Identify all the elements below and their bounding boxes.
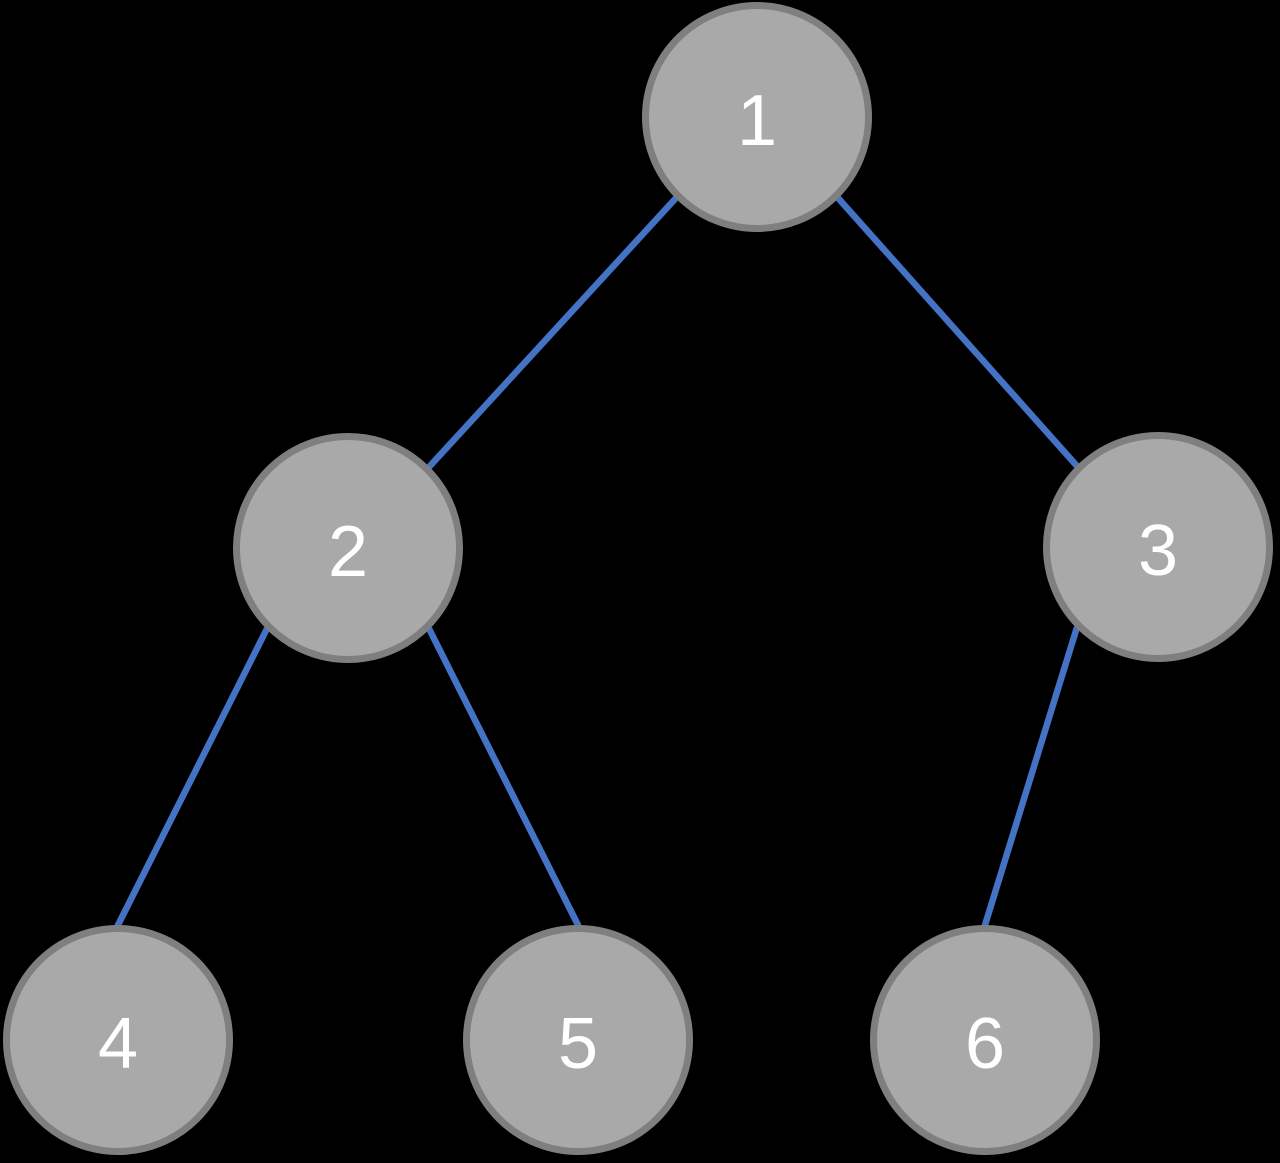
tree-node-label: 3: [1138, 511, 1178, 591]
tree-node-2: 2: [233, 433, 463, 663]
tree-node-label: 2: [328, 512, 368, 592]
tree-edge-2-4: [114, 626, 270, 929]
tree-node-1: 1: [642, 2, 872, 232]
tree-node-circle: [3, 925, 233, 1155]
tree-edge-2-5: [426, 626, 582, 929]
tree-node-label: 6: [965, 1004, 1005, 1084]
tree-node-circle: [1043, 432, 1273, 662]
tree-edge-1-2: [426, 195, 679, 470]
tree-node-label: 1: [737, 81, 777, 161]
tree-node-5: 5: [463, 925, 693, 1155]
tree-edge-3-6: [981, 625, 1080, 929]
tree-node-3: 3: [1043, 432, 1273, 662]
tree-node-circle: [233, 433, 463, 663]
tree-edge-1-3: [835, 195, 1080, 469]
tree-node-label: 4: [98, 1004, 138, 1084]
tree-node-circle: [870, 925, 1100, 1155]
tree-node-circle: [463, 925, 693, 1155]
tree-node-6: 6: [870, 925, 1100, 1155]
tree-node-label: 5: [558, 1004, 598, 1084]
tree-node-4: 4: [3, 925, 233, 1155]
tree-node-circle: [642, 2, 872, 232]
